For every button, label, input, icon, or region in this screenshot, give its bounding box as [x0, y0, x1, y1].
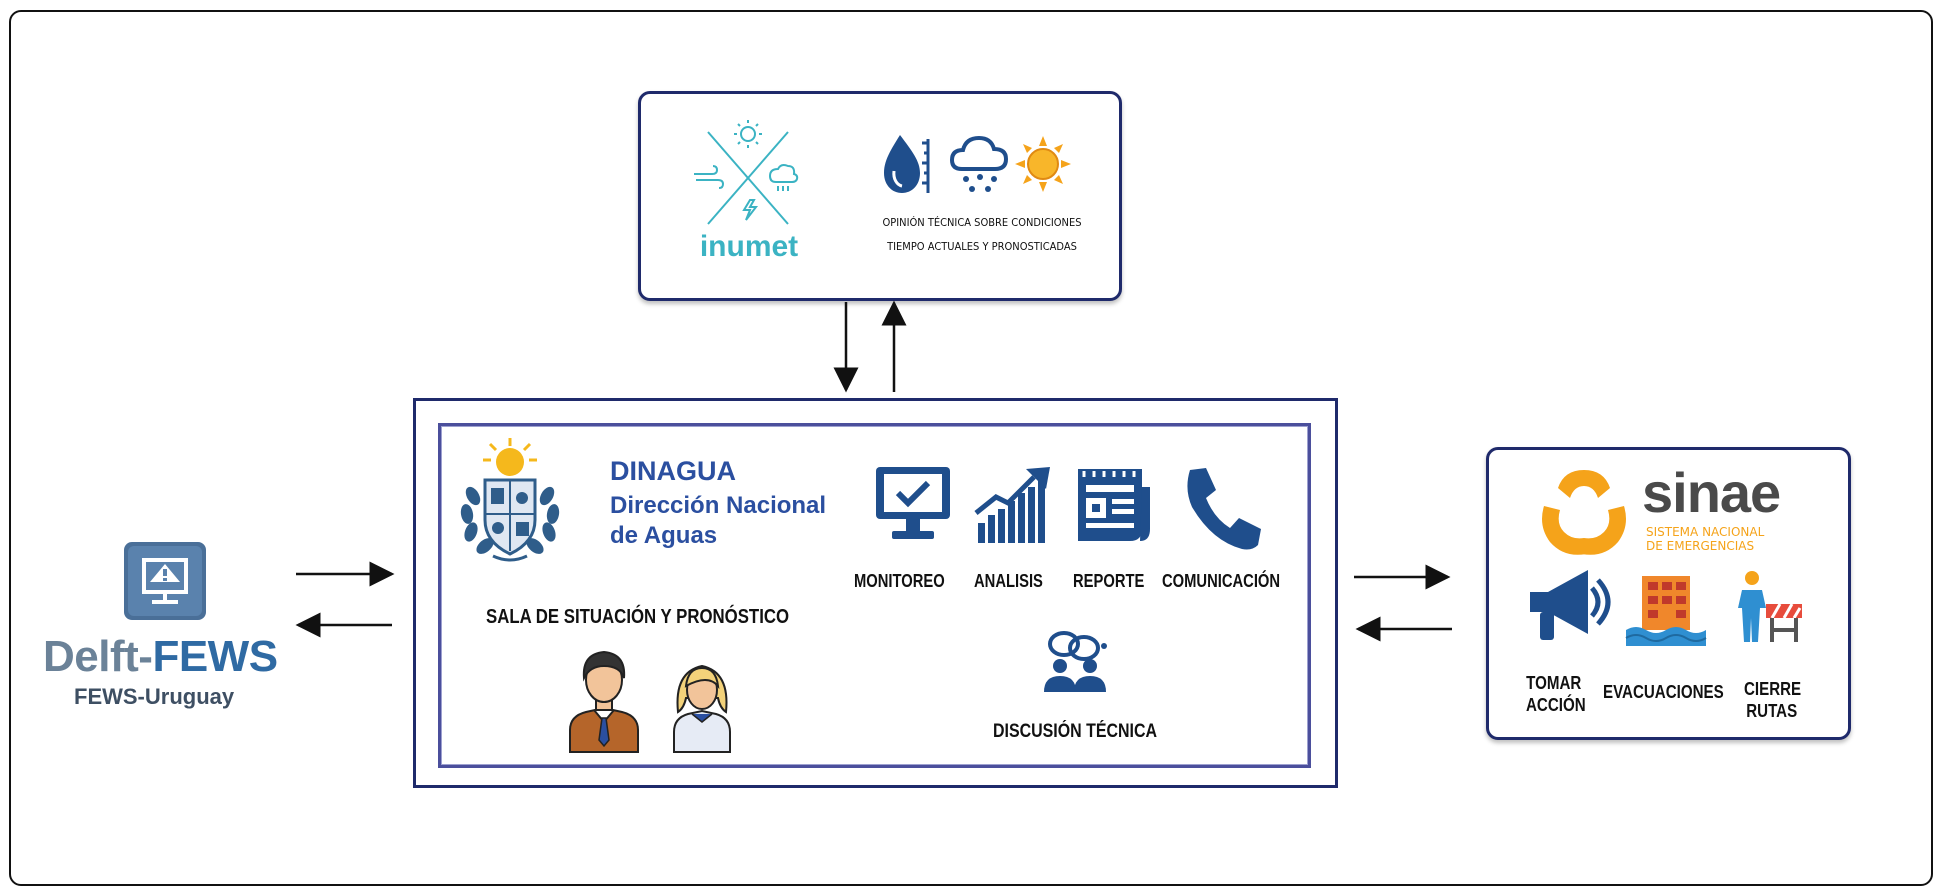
fews-brand-part1: Delft-: [43, 632, 153, 681]
road-barrier-worker-icon: [1738, 571, 1802, 642]
dinagua-full-name-line1: Dirección Nacional: [610, 492, 827, 519]
room-title: SALA DE SITUACIÓN Y PRONÓSTICO: [486, 606, 790, 628]
monitor-check-icon: [876, 467, 950, 539]
dinagua-name: DINAGUA: [610, 456, 736, 486]
water-drop-gauge-icon: [884, 135, 930, 193]
inumet-logo: inumet: [694, 120, 799, 263]
sinae-logo-icon: [1542, 470, 1626, 555]
action-label-tomar-line1: TOMAR: [1526, 673, 1582, 693]
flooded-building-icon: [1625, 576, 1707, 646]
fews-brand-part2: FEWS: [152, 632, 278, 681]
activity-label-analisis: ANALISIS: [974, 571, 1043, 591]
action-label-cierre-line2: RUTAS: [1746, 701, 1798, 721]
megaphone-icon: [1530, 570, 1611, 640]
fews-subtitle: FEWS-Uruguay: [74, 684, 235, 709]
inumet-description-line2: TIEMPO ACTUALES Y PRONOSTICADAS: [887, 240, 1077, 253]
sinae-logo-text: sinae: [1642, 461, 1781, 524]
discussion-icon: [1044, 631, 1107, 692]
action-label-cierre-line1: CIERRE: [1744, 679, 1802, 699]
sinae-subtitle-line1: SISTEMA NACIONAL: [1646, 525, 1765, 539]
fews-brand: Delft-FEWS: [43, 632, 278, 682]
sun-icon: [1015, 136, 1071, 192]
growth-chart-icon: [974, 467, 1050, 543]
activity-label-reporte: REPORTE: [1073, 571, 1145, 591]
discussion-label: DISCUSIÓN TÉCNICA: [993, 721, 1158, 742]
fews-logo-icon: [124, 542, 206, 620]
action-label-evacuaciones: EVACUACIONES: [1603, 682, 1724, 702]
rain-cloud-icon: [949, 135, 1009, 192]
inumet-box: [638, 91, 1122, 301]
dinagua-full-name-line2: de Aguas: [610, 522, 718, 549]
action-label-tomar-line2: ACCIÓN: [1526, 695, 1586, 715]
phone-icon: [1187, 468, 1261, 550]
inumet-description-line1: OPINIÓN TÉCNICA SOBRE CONDICIONES: [882, 216, 1082, 229]
coat-of-arms-icon: [460, 438, 560, 562]
activity-label-comunicacion: COMUNICACIÓN: [1162, 571, 1281, 591]
inumet-logo-text: inumet: [700, 230, 798, 263]
sinae-subtitle-line2: DE EMERGENCIAS: [1646, 539, 1755, 553]
dinagua-inner-box: [438, 423, 1311, 768]
man-avatar-icon: [569, 650, 639, 753]
woman-avatar-icon: [673, 664, 731, 753]
report-document-icon: [1078, 469, 1150, 541]
activity-label-monitoreo: MONITOREO: [854, 571, 945, 591]
